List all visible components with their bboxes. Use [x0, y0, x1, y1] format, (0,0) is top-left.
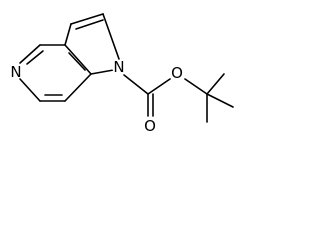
- bond-n5-c6: [19, 78, 41, 102]
- bond-c7-c7a: [64, 73, 92, 102]
- pyrrole-nitrogen-label: N: [113, 58, 124, 76]
- bond-c2-n1: [102, 13, 120, 60]
- pyrrole-nitrogen-atom: N: [112, 58, 126, 76]
- bond-c4-n5: [19, 44, 41, 64]
- pyridine-nitrogen-atom: N: [9, 63, 23, 81]
- bond-c3-c3a: [64, 23, 72, 46]
- carbonyl-oxygen-label: O: [144, 117, 156, 135]
- bond-c3-c2-double: [75, 19, 104, 30]
- bond-c3a-c7a: [64, 44, 92, 75]
- pyridine-nitrogen-label: N: [10, 63, 21, 81]
- ester-oxygen-atom: O: [170, 64, 184, 82]
- carbonyl-oxygen-background: [143, 119, 157, 133]
- bond-n1-carbonyl-carbon: [123, 74, 149, 95]
- bond-tbutyl-methyl-right: [206, 93, 234, 108]
- bond-c3-c2: [70, 13, 104, 25]
- pyrrole-nitrogen-background: [112, 60, 126, 74]
- bond-c3a-c7a-double: [68, 52, 86, 71]
- ester-oxygen-label: O: [171, 64, 183, 82]
- bond-ester-oxygen-quaternary-carbon: [184, 78, 208, 95]
- carbonyl-oxygen-atom: O: [143, 117, 157, 135]
- ester-oxygen-background: [170, 66, 184, 80]
- bond-carbonyl-carbon-ester-oxygen: [147, 78, 171, 95]
- bond-layer: [19, 13, 234, 123]
- bond-tbutyl-methyl-upper: [206, 73, 225, 95]
- bond-c4-n5-double: [26, 50, 44, 65]
- molecule-structure: N N O O: [9, 13, 234, 135]
- pyridine-nitrogen-background: [9, 65, 23, 79]
- atom-label-layer: N N O O: [9, 58, 184, 135]
